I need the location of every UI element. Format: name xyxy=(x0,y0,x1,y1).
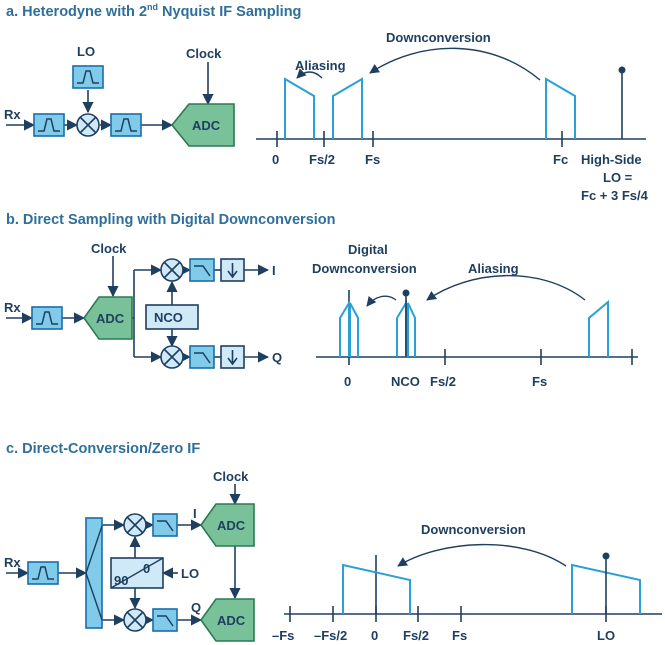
b-decimator-q xyxy=(220,345,245,369)
c-tick-label-0: 0 xyxy=(371,628,378,643)
c-downconversion-arrow xyxy=(397,543,567,567)
a-spectrum: Aliasing Downconversion 0 Fs/2 Fs Fc Hig… xyxy=(256,30,649,203)
section-a-title-sup: nd xyxy=(147,2,159,12)
c-splitter-block xyxy=(85,517,103,629)
a-tick-label-fc: Fc xyxy=(553,152,568,167)
b-signal-5 xyxy=(588,299,609,357)
section-c-block-diagram xyxy=(6,484,241,626)
a-lo-dot xyxy=(618,66,626,74)
section-b-title: b. Direct Sampling with Digital Downconv… xyxy=(6,212,336,228)
c-lowpass-filter-i xyxy=(152,513,178,537)
a-signal-alias-1 xyxy=(284,77,315,139)
c-tick-label-fs: Fs xyxy=(452,628,467,643)
b-spectrum: Digital Downconversion Aliasing 0 NCO Fs… xyxy=(312,242,638,389)
c-spectrum: Downconversion –Fs –Fs/2 0 Fs/2 Fs LO xyxy=(272,522,662,643)
c-tick-label-mfs2: –Fs/2 xyxy=(314,628,347,643)
b-bandpass-filter xyxy=(31,306,63,330)
b-nco-block: NCO xyxy=(145,304,199,330)
a-lo-note-3: Fc + 3 Fs/4 xyxy=(581,188,649,203)
c-lo-label: LO xyxy=(181,566,199,581)
section-a-title-rest: Nyquist IF Sampling xyxy=(158,3,302,20)
c-q-label: Q xyxy=(191,600,201,615)
section-b-block-diagram xyxy=(6,256,270,363)
a-signal-rf xyxy=(545,77,576,139)
c-lowpass-filter-q xyxy=(152,608,178,632)
c-mixer-i-icon xyxy=(123,513,147,537)
c-phase-90-label: 90 xyxy=(114,573,128,588)
a-clock-label: Clock xyxy=(186,46,222,61)
b-signal-4 xyxy=(407,302,416,357)
c-bandpass-filter xyxy=(27,561,59,585)
section-c-title: c. Direct-Conversion/Zero IF xyxy=(6,441,201,457)
c-clock-label: Clock xyxy=(213,469,249,484)
b-adc-label: ADC xyxy=(96,311,125,326)
a-tick-label-0: 0 xyxy=(272,152,279,167)
b-q-label: Q xyxy=(272,350,282,365)
b-digital-arrow xyxy=(366,295,397,307)
b-signal-3 xyxy=(396,299,407,357)
c-downconversion-label: Downconversion xyxy=(421,522,526,537)
c-phase-shifter: 0 90 xyxy=(110,557,164,589)
c-adc-q-block: ADC xyxy=(200,598,255,642)
b-signal-2 xyxy=(349,302,359,357)
c-mixer-q-icon xyxy=(123,608,147,632)
a-bandpass-filter-1 xyxy=(33,113,65,137)
b-aliasing-label: Aliasing xyxy=(468,261,519,276)
b-lowpass-filter-i xyxy=(189,258,215,282)
c-tick-label-mfs: –Fs xyxy=(272,628,294,643)
c-tick-label-fs2: Fs/2 xyxy=(403,628,429,643)
c-rx-label: Rx xyxy=(4,555,21,570)
b-digital-label-2: Downconversion xyxy=(312,261,417,276)
c-phase-0-label: 0 xyxy=(143,561,150,576)
b-mixer-i-icon xyxy=(160,258,184,282)
a-downconversion-label: Downconversion xyxy=(386,30,491,45)
b-nco-label: NCO xyxy=(154,310,183,325)
a-lo-filter xyxy=(72,65,104,89)
c-lo-dot xyxy=(602,552,610,560)
c-adc-q-label: ADC xyxy=(217,613,246,628)
b-rx-label: Rx xyxy=(4,300,21,315)
b-i-label: I xyxy=(272,263,276,278)
b-tick-label-fs: Fs xyxy=(532,374,547,389)
b-signal-1 xyxy=(339,299,350,357)
c-tick-label-lo: LO xyxy=(597,628,615,643)
c-adc-i-block: ADC xyxy=(200,503,255,547)
a-lo-note-1: High-Side xyxy=(581,152,642,167)
a-lo-note-2: LO = xyxy=(603,170,633,185)
a-tick-label-fs: Fs xyxy=(365,152,380,167)
a-tick-label-fs2: Fs/2 xyxy=(309,152,335,167)
b-adc-block: ADC xyxy=(83,296,133,340)
section-a-title-text: a. Heterodyne with 2 xyxy=(6,3,148,20)
a-aliasing-arrow xyxy=(296,68,323,79)
a-adc-block: ADC xyxy=(170,103,235,147)
a-mixer-icon xyxy=(76,113,100,137)
b-digital-label-1: Digital xyxy=(348,242,388,257)
a-bandpass-filter-2 xyxy=(110,113,142,137)
b-tick-label-0: 0 xyxy=(344,374,351,389)
a-aliasing-label: Aliasing xyxy=(295,58,346,73)
b-aliasing-arrow xyxy=(426,274,586,301)
a-adc-label: ADC xyxy=(192,118,221,133)
b-mixer-q-icon xyxy=(160,345,184,369)
a-rx-label: Rx xyxy=(4,107,21,122)
section-a-title: a. Heterodyne with 2nd Nyquist IF Sampli… xyxy=(6,2,301,20)
b-nco-dot xyxy=(402,289,410,297)
c-i-label: I xyxy=(193,506,197,521)
a-lo-label: LO xyxy=(77,44,95,59)
a-downconversion-arrow xyxy=(369,47,541,81)
b-lowpass-filter-q xyxy=(189,345,215,369)
section-a-block-diagram xyxy=(6,62,214,131)
b-clock-label: Clock xyxy=(91,241,127,256)
b-tick-label-nco: NCO xyxy=(391,374,420,389)
c-baseband-signal xyxy=(342,563,411,614)
a-signal-alias-2 xyxy=(332,77,363,139)
c-adc-i-label: ADC xyxy=(217,518,246,533)
b-decimator-i xyxy=(220,258,245,282)
b-tick-label-fs2: Fs/2 xyxy=(430,374,456,389)
